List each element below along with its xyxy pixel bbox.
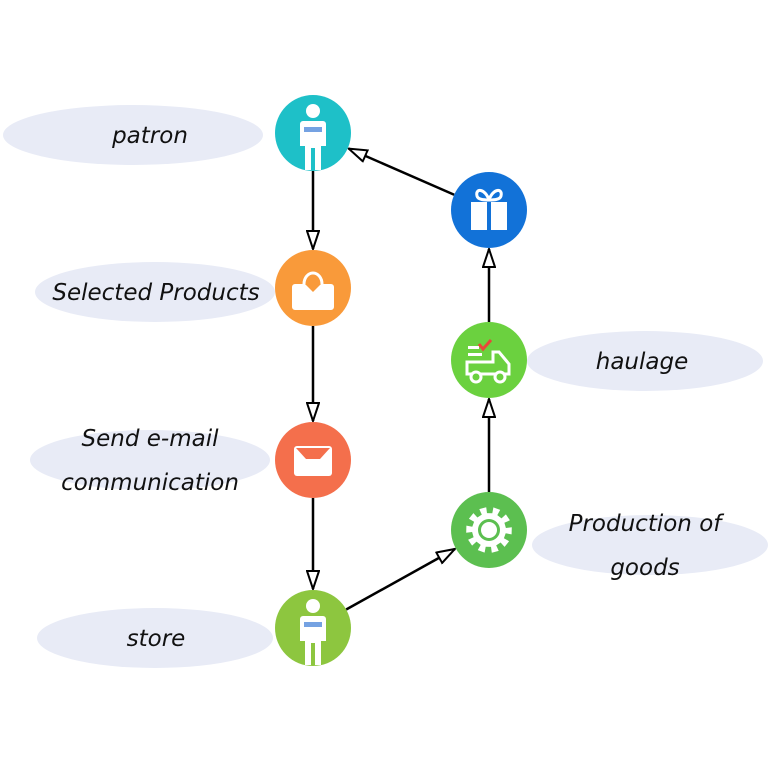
label-text: haulage — [596, 349, 688, 375]
node-label-production: Production of goods — [532, 511, 768, 581]
arrow-store-to-production — [345, 549, 455, 611]
label-background — [37, 608, 273, 668]
label-text: goods — [610, 555, 679, 581]
label-text: Send e-mail — [82, 426, 220, 452]
gift-icon — [471, 189, 507, 230]
envelope-icon — [294, 446, 332, 476]
label-text: Production of — [569, 511, 725, 537]
arrow-gift-to-patron — [349, 149, 455, 196]
label-background — [35, 262, 275, 322]
node-haulage — [451, 322, 527, 398]
person-icon — [300, 104, 326, 170]
node-patron — [275, 95, 351, 171]
node-gift — [451, 172, 527, 248]
label-text: Selected Products — [52, 280, 259, 306]
node-label-haulage: haulage — [527, 331, 763, 391]
label-background — [30, 430, 270, 490]
person-icon — [300, 599, 326, 665]
node-circle — [451, 322, 527, 398]
node-label-patron: patron — [3, 105, 263, 165]
node-circle — [275, 250, 351, 326]
label-text: store — [127, 626, 186, 652]
node-production — [451, 492, 527, 568]
delivery-truck-icon — [465, 339, 511, 384]
label-text: communication — [61, 470, 239, 496]
node-label-store: store — [37, 608, 273, 668]
label-background — [527, 331, 763, 391]
node-label-send-email: Send e-mail communication — [30, 426, 270, 496]
shopping-bag-icon — [292, 271, 334, 310]
label-text: patron — [111, 123, 188, 149]
node-selected-products — [275, 250, 351, 326]
node-send-email — [275, 422, 351, 498]
node-label-selected-products: Selected Products — [35, 262, 275, 322]
label-background — [532, 515, 768, 575]
label-background — [3, 105, 263, 165]
node-store — [275, 590, 351, 666]
gear-icon — [466, 507, 512, 553]
